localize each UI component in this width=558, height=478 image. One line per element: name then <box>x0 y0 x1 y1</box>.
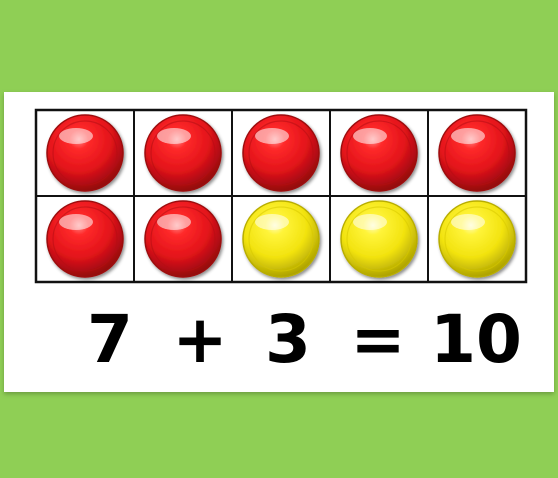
red-counter <box>145 115 221 191</box>
equation-equals-sign: = <box>350 301 405 378</box>
red-counter <box>47 201 123 277</box>
red-counter <box>243 115 319 191</box>
yellow-counter <box>243 201 319 277</box>
equation-addend-a: 7 <box>87 301 133 378</box>
red-counter <box>439 115 515 191</box>
yellow-counter <box>341 201 417 277</box>
red-counter <box>47 115 123 191</box>
equation-plus-sign: + <box>172 301 227 378</box>
ten-frame <box>36 110 526 282</box>
red-counter <box>341 115 417 191</box>
equation-sum: 10 <box>430 301 522 378</box>
equation-addend-b: 3 <box>265 301 311 378</box>
red-counter <box>145 201 221 277</box>
yellow-counter <box>439 201 515 277</box>
